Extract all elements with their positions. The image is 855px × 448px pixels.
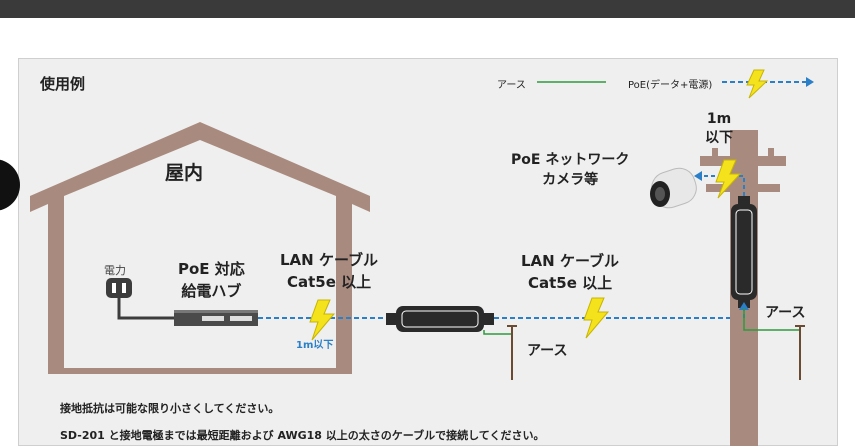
hub-label-line2: 給電ハブ bbox=[181, 282, 242, 300]
house-floor bbox=[48, 368, 352, 374]
poe-line-camera bbox=[700, 175, 745, 196]
legend-bolt-icon bbox=[746, 69, 769, 99]
earth-label-2: アース bbox=[765, 305, 806, 321]
poe-arrow-camera bbox=[694, 171, 702, 181]
camera-label-line2: カメラ等 bbox=[542, 172, 599, 188]
lan-cable-outdoor-label: LAN ケーブル Cat5e 以上 bbox=[521, 250, 619, 294]
usage-example-panel bbox=[18, 58, 838, 446]
camera-icon bbox=[650, 167, 697, 209]
lan-cable-outdoor-line1: LAN ケーブル bbox=[521, 252, 620, 270]
house-outline bbox=[30, 122, 370, 372]
page-title: 使用例 bbox=[40, 75, 86, 93]
lan-cable-indoor-line2: Cat5e 以上 bbox=[286, 273, 372, 291]
bolt-icon-camera bbox=[715, 159, 742, 199]
indoor-label: 屋内 bbox=[165, 162, 204, 184]
lan-cable-indoor-line1: LAN ケーブル bbox=[280, 251, 379, 269]
hub-label: PoE 対応 給電ハブ bbox=[178, 258, 245, 302]
lan-cable-indoor-label: LAN ケーブル Cat5e 以上 bbox=[280, 249, 378, 293]
poe-hub-icon bbox=[174, 310, 258, 326]
power-label: 電力 bbox=[104, 264, 126, 277]
top-header-bar bbox=[0, 0, 855, 18]
legend-earth-label: アース bbox=[497, 80, 526, 91]
note-line-1: 接地抵抗は可能な限り小さくしてください。 bbox=[60, 402, 280, 415]
lan-cable-outdoor-line2: Cat5e 以上 bbox=[527, 274, 613, 292]
decorative-circle bbox=[0, 159, 20, 211]
power-outlet-icon bbox=[106, 278, 132, 298]
earth-label-1: アース bbox=[527, 343, 568, 359]
indoor-distance-label: 1m以下 bbox=[296, 340, 334, 351]
camera-label-line1: PoE ネットワーク bbox=[511, 152, 630, 168]
bolt-icon-indoor bbox=[309, 299, 336, 341]
poe-arrow-up bbox=[739, 302, 749, 310]
surge-protector-2 bbox=[731, 196, 757, 308]
earth-wire-1 bbox=[483, 330, 513, 378]
note-line-2: SD-201 と接地電極までは最短距離および AWG18 以上の太さのケーブルで… bbox=[60, 429, 545, 442]
camera-label: PoE ネットワーク カメラ等 bbox=[511, 150, 629, 190]
camera-distance-line2: 以下 bbox=[705, 130, 733, 146]
surge-protector-1 bbox=[386, 306, 494, 332]
camera-distance-line1: 1m bbox=[706, 111, 732, 127]
hub-label-line1: PoE 対応 bbox=[178, 260, 245, 278]
bolt-icon-outdoor bbox=[583, 297, 610, 339]
power-cable bbox=[117, 298, 176, 320]
legend-poe-label: PoE(データ+電源) bbox=[628, 80, 713, 91]
camera-distance-label: 1m 以下 bbox=[705, 110, 733, 148]
legend-poe-arrow bbox=[806, 77, 814, 87]
